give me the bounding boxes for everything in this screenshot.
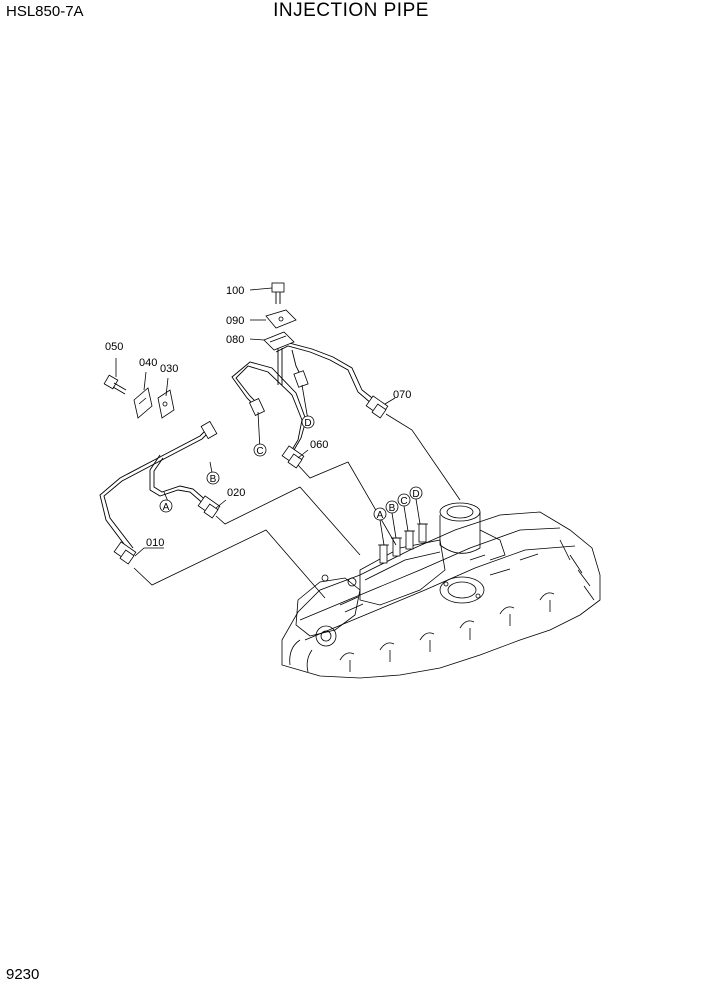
fitting-020 [197, 495, 221, 519]
label-090: 090 [226, 315, 244, 327]
connection-marker-b-engine: B [385, 500, 399, 514]
connection-a-engine-text: A [377, 510, 384, 521]
label-010: 010 [146, 537, 164, 549]
label-100: 100 [226, 285, 244, 297]
label-060: 060 [310, 439, 328, 451]
fitting-010 [113, 541, 137, 565]
connection-d-left-text: D [304, 418, 311, 429]
connection-b-left-text: B [210, 474, 217, 485]
connection-marker-c-left: C [253, 443, 267, 457]
leader-lines [115, 287, 461, 599]
plate-090 [265, 309, 297, 329]
connection-d-engine-text: D [412, 489, 419, 500]
label-050: 050 [105, 341, 123, 353]
connection-marker-a-left: A [159, 499, 173, 513]
fitting-060 [281, 445, 305, 469]
page-number: 9230 [6, 966, 40, 983]
label-030: 030 [160, 363, 178, 375]
injection-pipe-routing [99, 342, 377, 553]
label-040: 040 [139, 357, 157, 369]
connection-a-left-text: A [163, 502, 170, 513]
clamp-040 [133, 387, 153, 419]
connection-marker-b-left: B [206, 471, 220, 485]
connection-b-engine-text: B [389, 503, 396, 514]
label-080: 080 [226, 334, 244, 346]
engine-block-drawing [281, 502, 601, 679]
fitting-070 [365, 395, 389, 419]
connection-marker-d-engine: D [409, 486, 423, 500]
connection-marker-c-engine: C [397, 493, 411, 507]
connection-marker-a-engine: A [373, 507, 387, 521]
connection-c-left-text: C [256, 446, 263, 457]
model-code: HSL850-7A [6, 3, 84, 20]
clamp-080 [263, 331, 295, 351]
bolt-100 [271, 282, 285, 304]
page-title: INJECTION PIPE [273, 0, 429, 21]
label-070: 070 [393, 389, 411, 401]
connection-marker-d-left: D [301, 415, 315, 429]
label-020: 020 [227, 487, 245, 499]
connection-c-engine-text: C [400, 496, 407, 507]
bolt-050 [103, 374, 127, 395]
